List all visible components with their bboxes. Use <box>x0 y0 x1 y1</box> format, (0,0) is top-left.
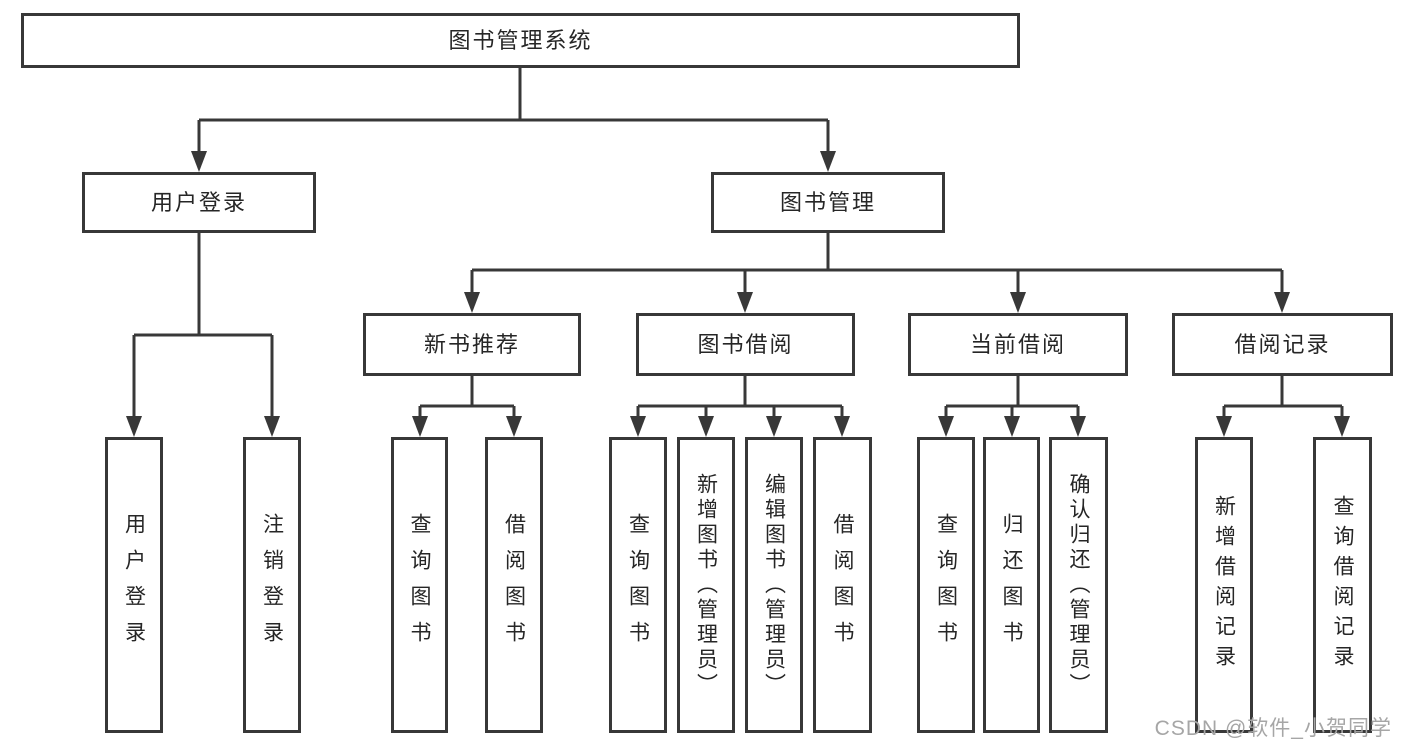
node-root-label: 图书管理系统 <box>448 27 593 53</box>
leaf-return-books: 归还图书 <box>983 437 1040 733</box>
node-root-system: 图书管理系统 <box>21 13 1020 68</box>
leaf-query-books-2: 查询图书 <box>609 437 667 733</box>
node-new-book-recommend-label: 新书推荐 <box>423 331 520 357</box>
leaf-logout: 注销登录 <box>243 437 301 733</box>
node-user-login-label: 用户登录 <box>150 189 247 215</box>
leaf-user-login: 用户登录 <box>105 437 163 733</box>
node-book-management-label: 图书管理 <box>779 189 876 215</box>
node-user-login: 用户登录 <box>82 172 316 233</box>
leaf-borrow-books-2: 借阅图书 <box>813 437 872 733</box>
node-new-book-recommend: 新书推荐 <box>363 313 581 376</box>
node-current-borrow-label: 当前借阅 <box>969 331 1066 357</box>
leaf-edit-books-admin: 编辑图书（管理员） <box>745 437 803 733</box>
leaf-confirm-return-admin: 确认归还（管理员） <box>1049 437 1108 733</box>
leaf-query-books-1: 查询图书 <box>391 437 448 733</box>
csdn-watermark: CSDN @软件_小贺同学 <box>1154 717 1392 740</box>
leaf-add-borrow-record: 新增借阅记录 <box>1195 437 1253 733</box>
node-borrow-record-label: 借阅记录 <box>1234 331 1331 357</box>
leaf-query-borrow-record: 查询借阅记录 <box>1313 437 1372 733</box>
node-book-borrow-label: 图书借阅 <box>697 331 794 357</box>
leaf-query-books-3: 查询图书 <box>917 437 975 733</box>
node-current-borrow: 当前借阅 <box>908 313 1128 376</box>
node-borrow-record: 借阅记录 <box>1172 313 1393 376</box>
arrowhead-icons <box>126 151 1350 437</box>
leaf-add-books-admin: 新增图书（管理员） <box>677 437 735 733</box>
node-book-management: 图书管理 <box>711 172 945 233</box>
leaf-borrow-books-1: 借阅图书 <box>485 437 543 733</box>
node-book-borrow: 图书借阅 <box>636 313 855 376</box>
